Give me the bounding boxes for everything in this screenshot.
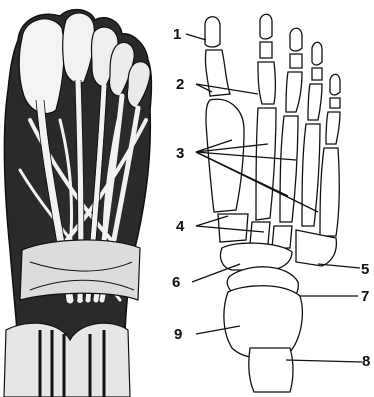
callout-5: 5 [361, 262, 369, 277]
second-toe-middle-phalanx [260, 42, 272, 58]
callout-2: 2 [176, 77, 184, 92]
fourth-toe-middle-phalanx [312, 68, 322, 80]
third-toe-middle-phalanx [290, 54, 302, 68]
callout-6: 6 [172, 275, 180, 290]
third-toe-proximal-phalanx [286, 72, 302, 112]
fourth-toe-distal-phalanx [312, 42, 322, 65]
intermediate-cuneiform [250, 222, 270, 244]
fifth-toe-middle-phalanx [330, 98, 340, 108]
second-metatarsal [256, 108, 276, 220]
callout-1: 1 [173, 27, 181, 42]
callout-8: 8 [362, 354, 370, 369]
fifth-toe-distal-phalanx [330, 74, 340, 95]
navicular [220, 243, 292, 270]
fourth-metatarsal [302, 124, 320, 226]
callout-4: 4 [176, 219, 184, 234]
callout-3: 3 [176, 146, 184, 161]
calcaneus-tuberosity [249, 348, 293, 392]
fifth-toe-proximal-phalanx [326, 112, 340, 144]
big-toe-distal-phalanx [205, 17, 220, 47]
fifth-metatarsal [320, 148, 339, 236]
third-toe-distal-phalanx [290, 28, 302, 51]
second-toe-proximal-phalanx [258, 62, 276, 104]
callout-7: 7 [361, 289, 369, 304]
callout-9: 9 [174, 327, 182, 342]
second-toe-distal-phalanx [260, 14, 272, 39]
third-metatarsal [280, 116, 298, 222]
fourth-toe-proximal-phalanx [308, 84, 322, 120]
